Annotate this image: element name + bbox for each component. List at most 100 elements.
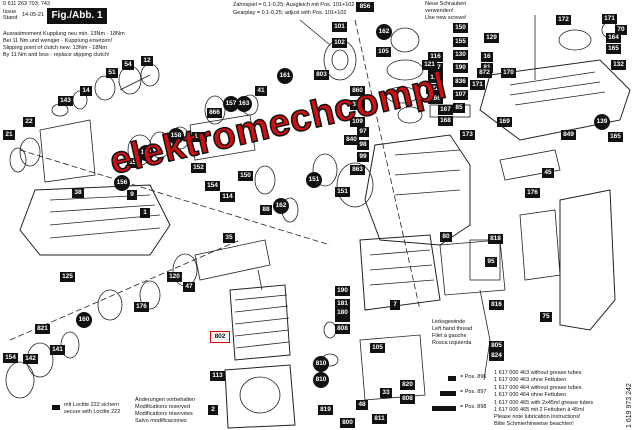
label-107: 107 xyxy=(453,90,468,100)
screw-note-line-3: Use new screws! xyxy=(425,15,467,21)
label-116: 116 xyxy=(428,52,443,62)
label-98: 98 xyxy=(357,140,369,150)
label-130: 130 xyxy=(453,50,468,60)
thread-note-line-2: Left hand thread xyxy=(432,326,473,332)
label-190: 190 xyxy=(453,63,468,73)
clutch-note-line-2: Bei 11 Nm und weniger - Kupplung ersetze… xyxy=(3,38,113,44)
issue-label: Issue xyxy=(3,9,17,15)
grease-row-6: 1 617 000 465 mit 2 Fettuben à 45ml xyxy=(494,407,584,413)
gear-note-line-2: Gearplay = 0,1-0,25; adjust with Pos. 10… xyxy=(233,10,347,16)
label-824: 824 xyxy=(489,351,504,361)
label-162: 162 xyxy=(376,24,392,40)
document-code: 1 619 973 242 xyxy=(626,383,633,428)
label-122: 122 xyxy=(426,84,441,94)
changes-note-line-2: Modifications reserved xyxy=(135,404,191,410)
label-113: 113 xyxy=(210,371,225,381)
label-9: 9 xyxy=(127,190,137,200)
label-129: 129 xyxy=(484,33,499,43)
label-190-b: 190 xyxy=(335,286,350,296)
label-121: 121 xyxy=(422,60,437,70)
label-171-b: 171 xyxy=(602,14,617,24)
label-810-b: 810 xyxy=(313,372,329,388)
label-7: 7 xyxy=(390,300,400,310)
label-125: 125 xyxy=(60,272,75,282)
label-14: 14 xyxy=(80,86,92,96)
label-41: 41 xyxy=(255,86,267,96)
label-880: 880 xyxy=(350,100,365,110)
grease-kit-symbol-3c xyxy=(448,406,456,411)
changes-note-line-3: Modifications réservées xyxy=(135,411,193,417)
label-33: 33 xyxy=(380,388,392,398)
label-45: 45 xyxy=(542,168,554,178)
label-47: 47 xyxy=(183,282,195,292)
clutch-note-line-1: Ausrastmoment Kupplung neu min. 13Nm - 1… xyxy=(3,31,125,37)
label-101: 101 xyxy=(332,22,347,32)
figure-tag: Fig./Abb. 1 xyxy=(47,8,107,24)
label-856: 856 xyxy=(356,2,374,12)
grease-row-8: Bitte Schmierhinweise beachten! xyxy=(494,421,574,427)
screw-note-line-1: Neue Schrauben xyxy=(425,1,467,7)
label-118: 118 xyxy=(428,73,443,83)
gear-note-line-1: Zahnspiel = 0,1-0,25; Ausgleich mit Pos.… xyxy=(233,2,355,8)
label-70: 70 xyxy=(615,25,627,35)
label-158: 158 xyxy=(168,128,184,144)
label-808-b: 808 xyxy=(400,394,415,404)
label-139: 139 xyxy=(594,114,610,130)
label-816: 816 xyxy=(489,300,504,310)
label-105-b: 105 xyxy=(370,343,385,353)
label-168: 168 xyxy=(438,116,453,126)
label-810: 810 xyxy=(313,356,329,372)
label-819: 819 xyxy=(318,405,333,415)
grease-kit-symbol-3 xyxy=(432,406,440,411)
label-102: 102 xyxy=(332,38,347,48)
grease-kit-symbol-3b xyxy=(440,406,448,411)
thread-note-line-3: Filet à gauche xyxy=(432,333,467,339)
thread-note-line-4: Rosca izquierda xyxy=(432,340,472,346)
label-141: 141 xyxy=(50,345,65,355)
label-165: 165 xyxy=(606,44,621,54)
stand-label: Stand xyxy=(3,15,18,21)
label-166-b: 166 xyxy=(138,145,154,161)
label-866: 866 xyxy=(207,108,222,118)
label-105: 105 xyxy=(376,47,391,57)
label-803: 803 xyxy=(314,70,329,80)
label-75: 75 xyxy=(540,312,552,322)
thread-note-line-1: Linksgewinde xyxy=(432,319,466,325)
label-97: 97 xyxy=(357,127,369,137)
label-143: 143 xyxy=(58,96,73,106)
label-802-highlighted: 802 xyxy=(210,331,230,343)
label-132: 132 xyxy=(611,60,626,70)
label-99: 99 xyxy=(357,152,369,162)
label-820: 820 xyxy=(400,380,415,390)
label-35: 35 xyxy=(223,233,235,243)
part-numbers: 0 611 263 703; 743 xyxy=(3,1,50,7)
label-170: 170 xyxy=(501,68,516,78)
label-21: 21 xyxy=(3,130,15,140)
label-155: 155 xyxy=(453,37,468,47)
label-51: 51 xyxy=(106,68,118,78)
label-166: 166 xyxy=(428,94,443,104)
label-142: 142 xyxy=(23,354,38,364)
label-88: 88 xyxy=(260,205,272,215)
grease-kit-symbol-1 xyxy=(448,376,456,381)
label-836: 836 xyxy=(453,77,468,87)
label-157: 157 xyxy=(223,96,239,112)
label-163: 163 xyxy=(236,96,252,112)
label-16: 16 xyxy=(481,52,493,62)
label-38: 38 xyxy=(72,188,84,198)
label-54: 54 xyxy=(122,60,134,70)
label-808: 808 xyxy=(335,324,350,334)
label-840: 840 xyxy=(344,135,359,145)
label-12: 12 xyxy=(141,56,153,66)
label-95: 95 xyxy=(485,257,497,267)
label-2: 2 xyxy=(208,405,218,415)
label-151-b: 151 xyxy=(335,187,350,197)
label-176: 176 xyxy=(525,188,540,198)
label-872: 872 xyxy=(477,68,492,78)
label-164: 164 xyxy=(606,33,621,43)
grease-row-3: 1 617 000 464 without grease tubes xyxy=(494,385,582,391)
label-811: 811 xyxy=(372,414,387,424)
label-863: 863 xyxy=(350,165,365,175)
label-860: 860 xyxy=(350,86,365,96)
label-172: 172 xyxy=(556,15,571,25)
